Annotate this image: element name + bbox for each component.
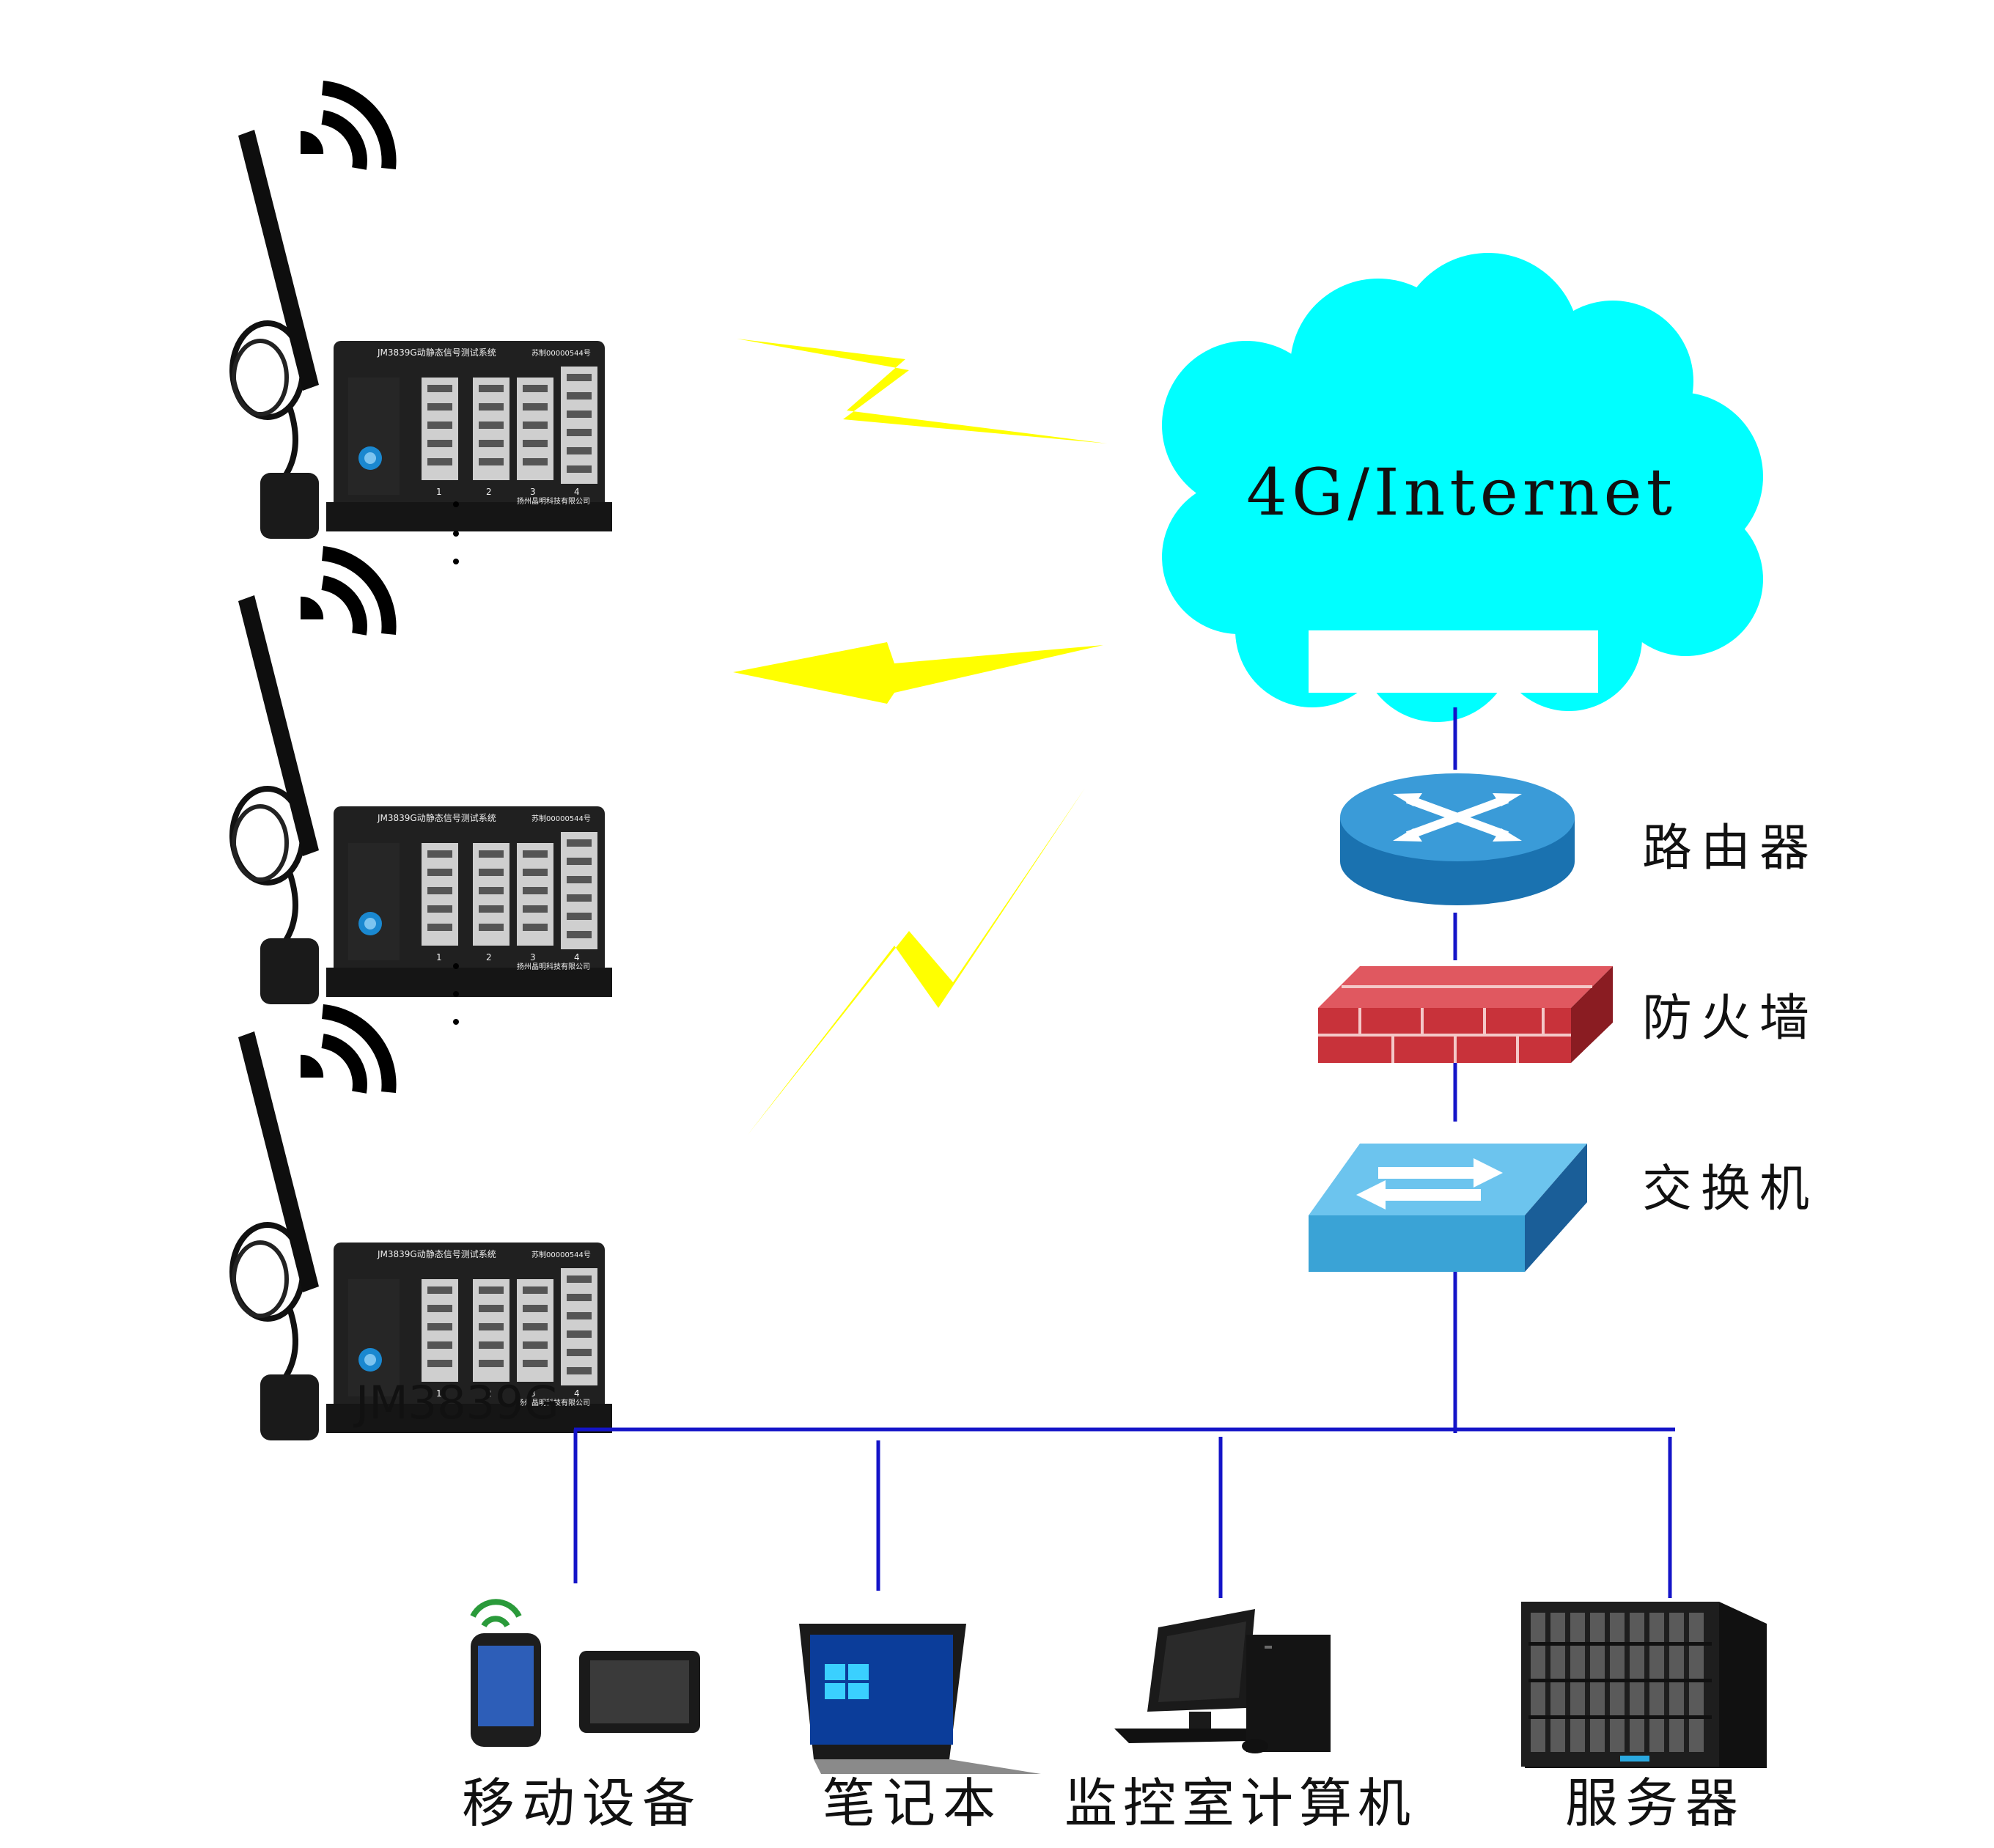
wifi-signal-icon: [289, 1012, 389, 1092]
tablet-icon: [579, 1651, 700, 1733]
device-unit-1: JM3839G动静态信号测试系统 苏制00000544号 扬州晶明科技有限公司 …: [232, 130, 612, 539]
device-2-title: JM3839G动静态信号测试系统: [377, 812, 496, 823]
device-model-label: JM3839G: [353, 1376, 559, 1429]
laptop-icon: [799, 1624, 1041, 1774]
device-3-cert: 苏制00000544号: [531, 1250, 591, 1259]
device-2-ch2: 2: [486, 952, 492, 962]
desktop-pc-icon: [1114, 1609, 1331, 1753]
device-1-ch4: 4: [574, 487, 580, 497]
device-2-ch3: 3: [530, 952, 536, 962]
device-unit-2: JM3839G动静态信号测试系统 苏制00000544号 扬州晶明科技有限公司 …: [232, 595, 612, 1004]
device-1-ch1: 1: [436, 487, 442, 497]
router-icon: [1340, 773, 1575, 905]
device-3-company: 扬州晶明科技有限公司: [517, 1398, 590, 1407]
wifi-signal-icon: [289, 88, 389, 169]
network-links: [573, 707, 1675, 1598]
device-1-company: 扬州晶明科技有限公司: [517, 496, 590, 506]
device-3-ch3: 3: [530, 1388, 536, 1399]
device-1-ch2: 2: [486, 487, 492, 497]
device-3-ch2: 2: [486, 1388, 492, 1399]
device-2-cert: 苏制00000544号: [531, 814, 591, 823]
monitor-pc-label: 监控室计算机: [1064, 1772, 1416, 1834]
firewall-icon: [1318, 966, 1613, 1063]
firewall-label: 防火墙: [1642, 990, 1818, 1048]
device-3-ch4: 4: [574, 1388, 580, 1399]
device-2-ch4: 4: [574, 952, 580, 962]
laptop-label: 笔记本: [823, 1772, 1003, 1834]
phone-icon: [470, 1599, 541, 1747]
device-1-cert: 苏制00000544号: [531, 348, 591, 358]
switch-icon: [1309, 1144, 1587, 1272]
cloud-label: 4G/Internet: [1246, 454, 1677, 530]
switch-label: 交换机: [1642, 1160, 1818, 1218]
device-2-ch1: 1: [436, 952, 442, 962]
device-3-ch1: 1: [436, 1388, 442, 1399]
wifi-signal-icon: [289, 553, 389, 634]
lightning-bolt-icon: [737, 339, 1107, 443]
lightning-bolt-icon: [733, 642, 1103, 704]
device-unit-3: JM3839G动静态信号测试系统 苏制00000544号 扬州晶明科技有限公司 …: [232, 1031, 612, 1440]
dots-1: [453, 501, 459, 564]
device-1-title: JM3839G动静态信号测试系统: [377, 347, 496, 358]
router-label: 路由器: [1642, 820, 1818, 877]
mobile-label: 移动设备: [462, 1772, 702, 1834]
device-3-title: JM3839G动静态信号测试系统: [377, 1248, 496, 1259]
device-1-ch3: 3: [530, 487, 536, 497]
dots-2: [453, 963, 459, 1025]
server-rack-icon: [1521, 1602, 1767, 1768]
internet-cloud: [1162, 253, 1763, 722]
server-label: 服务器: [1565, 1772, 1745, 1834]
lightning-bolt-icon: [748, 788, 1085, 1135]
device-2-company: 扬州晶明科技有限公司: [517, 962, 590, 971]
